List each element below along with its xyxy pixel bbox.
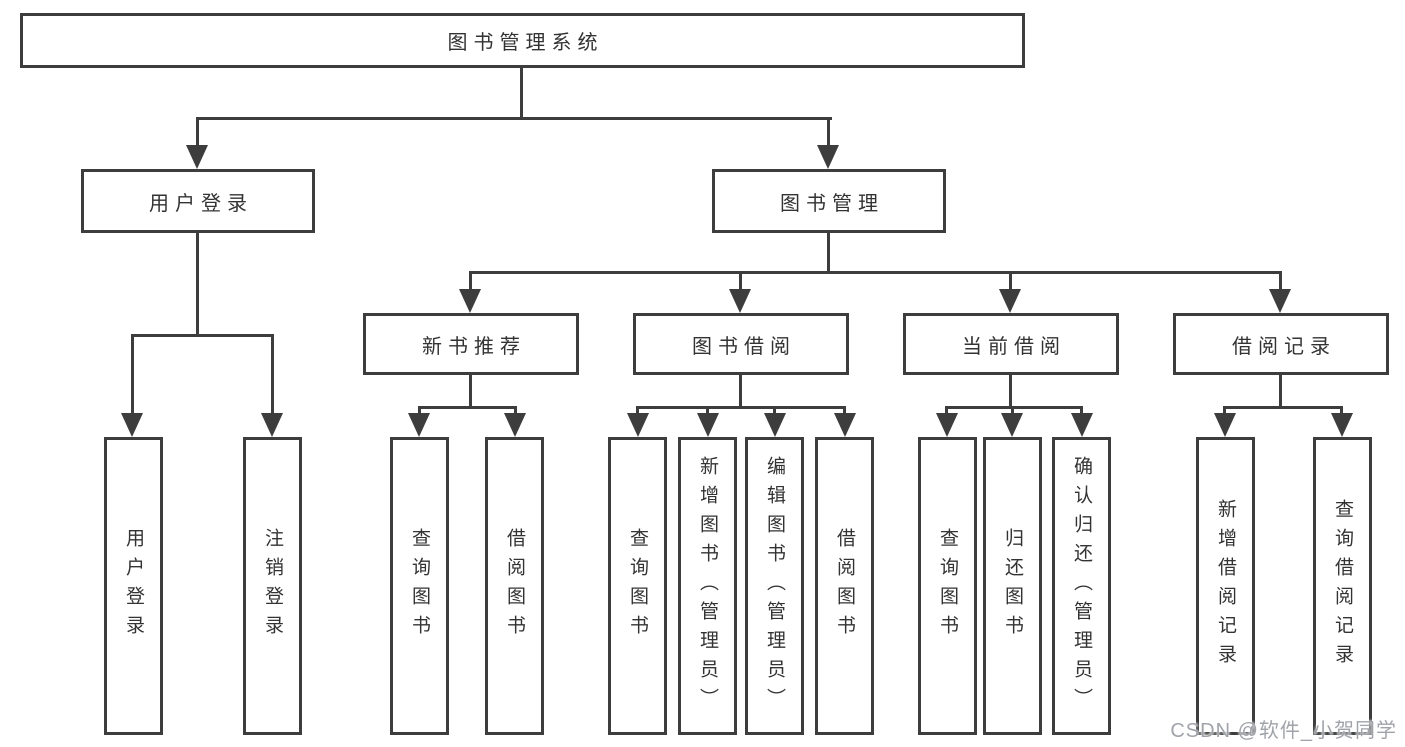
arrow-down-icon xyxy=(408,413,430,437)
arrow-down-icon xyxy=(697,413,719,437)
leaf-query-borrow-record: 查询借阅记录 xyxy=(1313,437,1372,735)
arrow-down-icon xyxy=(504,413,526,437)
connector-drop xyxy=(514,406,517,415)
connector-drop xyxy=(418,406,421,415)
leaf-edit-book-admin: 编辑图书（管理员） xyxy=(745,437,804,735)
connector-drop xyxy=(1080,406,1083,415)
node-label: 图书管理 xyxy=(780,192,884,215)
node-label: 用户登录 xyxy=(149,192,253,215)
connector-borrow-record-stem xyxy=(1279,375,1282,409)
leaf-query-book-recommend: 查询图书 xyxy=(390,437,449,735)
connector-book-mgmt-split xyxy=(469,271,1282,274)
connector-root-stem xyxy=(520,68,523,120)
connector-drop xyxy=(706,406,709,415)
connector-drop xyxy=(739,271,742,290)
connector-drop xyxy=(843,406,846,415)
node-label: 图书管理系统 xyxy=(447,32,604,54)
connector-current-borrow-split xyxy=(945,406,1083,409)
leaf-label: 查询借阅记录 xyxy=(1332,499,1353,673)
leaf-borrow-book: 借阅图书 xyxy=(815,437,874,735)
node-label: 借阅记录 xyxy=(1232,335,1336,358)
leaf-label: 注销登录 xyxy=(262,528,283,644)
node-borrow-record: 借阅记录 xyxy=(1173,313,1389,375)
node-user-login: 用户登录 xyxy=(81,169,315,233)
connector-user-login-split xyxy=(131,334,274,337)
leaf-label: 确认归还（管理员） xyxy=(1071,455,1092,717)
leaf-user-login: 用户登录 xyxy=(104,437,163,735)
connector-book-borrow-stem xyxy=(739,375,742,409)
connector-drop xyxy=(945,406,948,415)
leaf-label: 借阅图书 xyxy=(504,528,525,644)
connector-drop xyxy=(469,271,472,290)
connector-drop xyxy=(196,117,199,146)
connector-drop xyxy=(1223,406,1226,415)
csdn-watermark: CSDN @软件_小贺同学 xyxy=(1170,720,1397,742)
connector-drop xyxy=(636,406,639,415)
connector-new-book-split xyxy=(418,406,517,409)
connector-new-book-stem xyxy=(469,375,472,409)
node-book-borrow: 图书借阅 xyxy=(633,313,849,375)
arrow-down-icon xyxy=(186,145,208,169)
leaf-query-book-borrow: 查询图书 xyxy=(608,437,667,735)
arrow-down-icon xyxy=(627,413,649,437)
arrow-down-icon xyxy=(834,413,856,437)
arrow-down-icon xyxy=(729,289,751,313)
leaf-return-book: 归还图书 xyxy=(983,437,1042,735)
connector-drop xyxy=(773,406,776,415)
connector-drop xyxy=(131,334,134,414)
connector-drop xyxy=(1011,406,1014,415)
leaf-label: 查询图书 xyxy=(937,528,958,644)
arrow-down-icon xyxy=(999,289,1021,313)
leaf-label: 编辑图书（管理员） xyxy=(764,455,785,717)
connector-user-login-stem xyxy=(196,233,199,337)
node-label: 新书推荐 xyxy=(422,335,526,358)
arrow-down-icon xyxy=(1071,413,1093,437)
arrow-down-icon xyxy=(1214,413,1236,437)
arrow-down-icon xyxy=(936,413,958,437)
connector-drop xyxy=(1009,271,1012,290)
connector-book-borrow-split xyxy=(636,406,846,409)
node-new-book-recommend: 新书推荐 xyxy=(363,313,579,375)
arrow-down-icon xyxy=(1331,413,1353,437)
arrow-down-icon xyxy=(764,413,786,437)
node-label: 当前借阅 xyxy=(962,335,1066,358)
node-library-management-system: 图书管理系统 xyxy=(20,13,1025,68)
leaf-label: 用户登录 xyxy=(123,528,144,644)
leaf-label: 新增图书（管理员） xyxy=(697,455,718,717)
connector-drop xyxy=(827,117,830,146)
leaf-borrow-book-recommend: 借阅图书 xyxy=(485,437,544,735)
connector-root-split xyxy=(196,117,832,120)
leaf-label: 借阅图书 xyxy=(834,528,855,644)
connector-drop xyxy=(271,334,274,414)
arrow-down-icon xyxy=(459,289,481,313)
arrow-down-icon xyxy=(121,413,143,437)
leaf-label: 查询图书 xyxy=(409,528,430,644)
leaf-query-book-current: 查询图书 xyxy=(918,437,977,735)
node-label: 图书借阅 xyxy=(692,335,796,358)
connector-book-mgmt-stem xyxy=(827,233,830,274)
arrow-down-icon xyxy=(261,413,283,437)
connector-drop xyxy=(1279,271,1282,290)
connector-current-borrow-stem xyxy=(1009,375,1012,409)
leaf-add-book-admin: 新增图书（管理员） xyxy=(678,437,737,735)
arrow-down-icon xyxy=(1001,413,1023,437)
leaf-confirm-return-admin: 确认归还（管理员） xyxy=(1052,437,1111,735)
leaf-logout: 注销登录 xyxy=(243,437,302,735)
leaf-add-borrow-record: 新增借阅记录 xyxy=(1196,437,1255,735)
arrow-down-icon xyxy=(817,145,839,169)
arrow-down-icon xyxy=(1269,289,1291,313)
leaf-label: 查询图书 xyxy=(627,528,648,644)
leaf-label: 新增借阅记录 xyxy=(1215,499,1236,673)
leaf-label: 归还图书 xyxy=(1002,528,1023,644)
connector-drop xyxy=(1340,406,1343,415)
node-current-borrow: 当前借阅 xyxy=(903,313,1119,375)
node-book-management: 图书管理 xyxy=(712,169,946,233)
connector-borrow-record-split xyxy=(1223,406,1343,409)
